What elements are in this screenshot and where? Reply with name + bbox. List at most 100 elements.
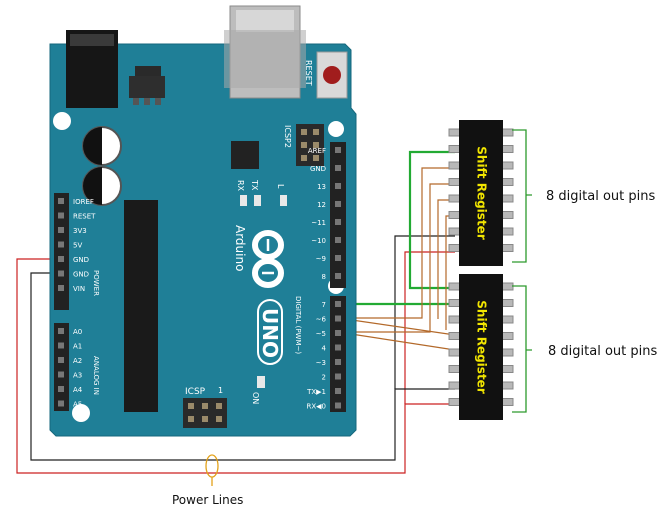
analog-pin-label: A0 bbox=[73, 328, 82, 336]
digital-pin-label: 13 bbox=[317, 183, 326, 191]
voltage-regulator-tab bbox=[135, 66, 161, 76]
digital-pin-socket bbox=[335, 402, 341, 409]
regulator-leg-2 bbox=[144, 98, 150, 105]
digital-pin-socket bbox=[335, 165, 341, 171]
voltage-regulator bbox=[129, 76, 165, 98]
power-pin-label: 3V3 bbox=[73, 227, 87, 235]
digital-pin-socket bbox=[335, 219, 341, 225]
icsp-pins bbox=[188, 403, 222, 422]
digital-pin-label: RX◀0 bbox=[307, 403, 327, 411]
power-pin-socket bbox=[58, 212, 64, 219]
digital-pin-socket bbox=[335, 373, 341, 380]
tx-label: TX bbox=[250, 179, 259, 191]
power-jack-inner bbox=[70, 34, 114, 46]
power-label: POWER bbox=[92, 270, 100, 296]
chip-label: Shift Register bbox=[475, 146, 489, 240]
regulator-leg-3 bbox=[155, 98, 161, 105]
digital-pin-label: ~3 bbox=[316, 359, 326, 367]
capacitor-2 bbox=[82, 166, 122, 206]
digital-pin-socket bbox=[335, 388, 341, 394]
digital-pin-socket bbox=[335, 147, 341, 153]
digital-pin-socket bbox=[335, 344, 341, 351]
digital-pin-label: 12 bbox=[317, 201, 326, 209]
digital-pin-label: AREF bbox=[308, 147, 326, 155]
digital-header-top bbox=[330, 142, 346, 288]
arduino-logo-symbols bbox=[262, 239, 274, 275]
digital-pin-socket bbox=[335, 301, 341, 307]
wires bbox=[16, 150, 456, 474]
arduino-board: RESET ICSP2 TX RX L bbox=[49, 5, 357, 437]
digital-pin-label: ~11 bbox=[311, 219, 326, 227]
icsp-pin1-label: 1 bbox=[218, 386, 223, 395]
rx-led bbox=[240, 195, 247, 206]
analog-pin-socket bbox=[58, 386, 64, 392]
capacitor-1 bbox=[82, 126, 122, 166]
digital-pin-socket bbox=[335, 315, 341, 322]
power-pin-socket bbox=[58, 227, 64, 233]
digital-pin-socket bbox=[335, 237, 341, 243]
digital-pin-label: 4 bbox=[322, 345, 327, 353]
uno-badge bbox=[257, 299, 283, 365]
digital-pin-socket bbox=[335, 330, 341, 336]
digital-pin-label: ~5 bbox=[316, 330, 326, 338]
chip-body bbox=[459, 274, 503, 420]
usb-interface-chip bbox=[231, 141, 259, 169]
icsp-header bbox=[183, 398, 227, 428]
power-lines-marker bbox=[205, 454, 219, 478]
power-header bbox=[54, 193, 69, 310]
power-pin-label: IOREF bbox=[73, 198, 94, 206]
power-pin-socket bbox=[58, 256, 64, 262]
mounting-hole-2 bbox=[328, 121, 344, 137]
outputs-bottom-label: 8 digital out pins bbox=[548, 344, 657, 359]
digital-pin-label: 8 bbox=[322, 273, 326, 281]
power-pin-label: GND bbox=[73, 256, 89, 264]
analog-pin-label: A2 bbox=[73, 357, 82, 365]
reset-label: RESET bbox=[304, 60, 313, 86]
icsp2-label: ICSP2 bbox=[283, 125, 292, 148]
digital-pin-label: ~9 bbox=[316, 255, 326, 263]
digital-pin-socket bbox=[335, 359, 341, 365]
regulator-leg-1 bbox=[133, 98, 139, 105]
arduino-logo-icon bbox=[252, 230, 284, 288]
usb-connector-shade bbox=[224, 30, 306, 88]
digital-pin-label: 7 bbox=[322, 301, 326, 309]
l-led bbox=[280, 195, 287, 206]
digital-pin-label: TX▶1 bbox=[306, 388, 326, 396]
power-pin-socket bbox=[58, 270, 64, 277]
icsp2-pins bbox=[301, 129, 319, 161]
analog-pin-label: A1 bbox=[73, 343, 82, 351]
analog-pin-socket bbox=[58, 371, 64, 378]
on-led bbox=[257, 376, 265, 388]
output-brackets bbox=[512, 129, 532, 413]
data-cascade-wire bbox=[408, 150, 455, 290]
tx-led bbox=[254, 195, 261, 206]
power-pin-label: RESET bbox=[73, 213, 96, 221]
digital-pin-label: 2 bbox=[322, 374, 326, 382]
power-pin-socket bbox=[58, 241, 64, 248]
analog-pin-label: A5 bbox=[73, 401, 82, 409]
analog-pin-label: A3 bbox=[73, 372, 82, 380]
digital-pin-label: ~6 bbox=[316, 316, 327, 324]
model-label: UNO bbox=[258, 308, 282, 358]
digital-pin-label: GND bbox=[310, 165, 326, 173]
power-pin-label: 5V bbox=[73, 242, 82, 250]
icsp2-header bbox=[296, 124, 324, 166]
icsp-label: ICSP bbox=[185, 387, 206, 397]
power-pin-socket bbox=[58, 285, 64, 291]
clock-wire-a bbox=[338, 167, 455, 319]
bracket-bottom bbox=[512, 285, 532, 413]
power-lines-label: Power Lines bbox=[172, 493, 243, 507]
l-label: L bbox=[276, 184, 285, 189]
analog-pin-socket bbox=[58, 357, 64, 363]
chip-body bbox=[459, 120, 503, 266]
bracket-top bbox=[512, 129, 532, 263]
brand-label: Arduino bbox=[233, 225, 247, 271]
digital-pin-socket bbox=[335, 273, 341, 279]
reset-button[interactable] bbox=[323, 66, 341, 84]
digital-label: DIGITAL (PWM~) bbox=[294, 296, 302, 354]
microcontroller bbox=[124, 200, 158, 412]
